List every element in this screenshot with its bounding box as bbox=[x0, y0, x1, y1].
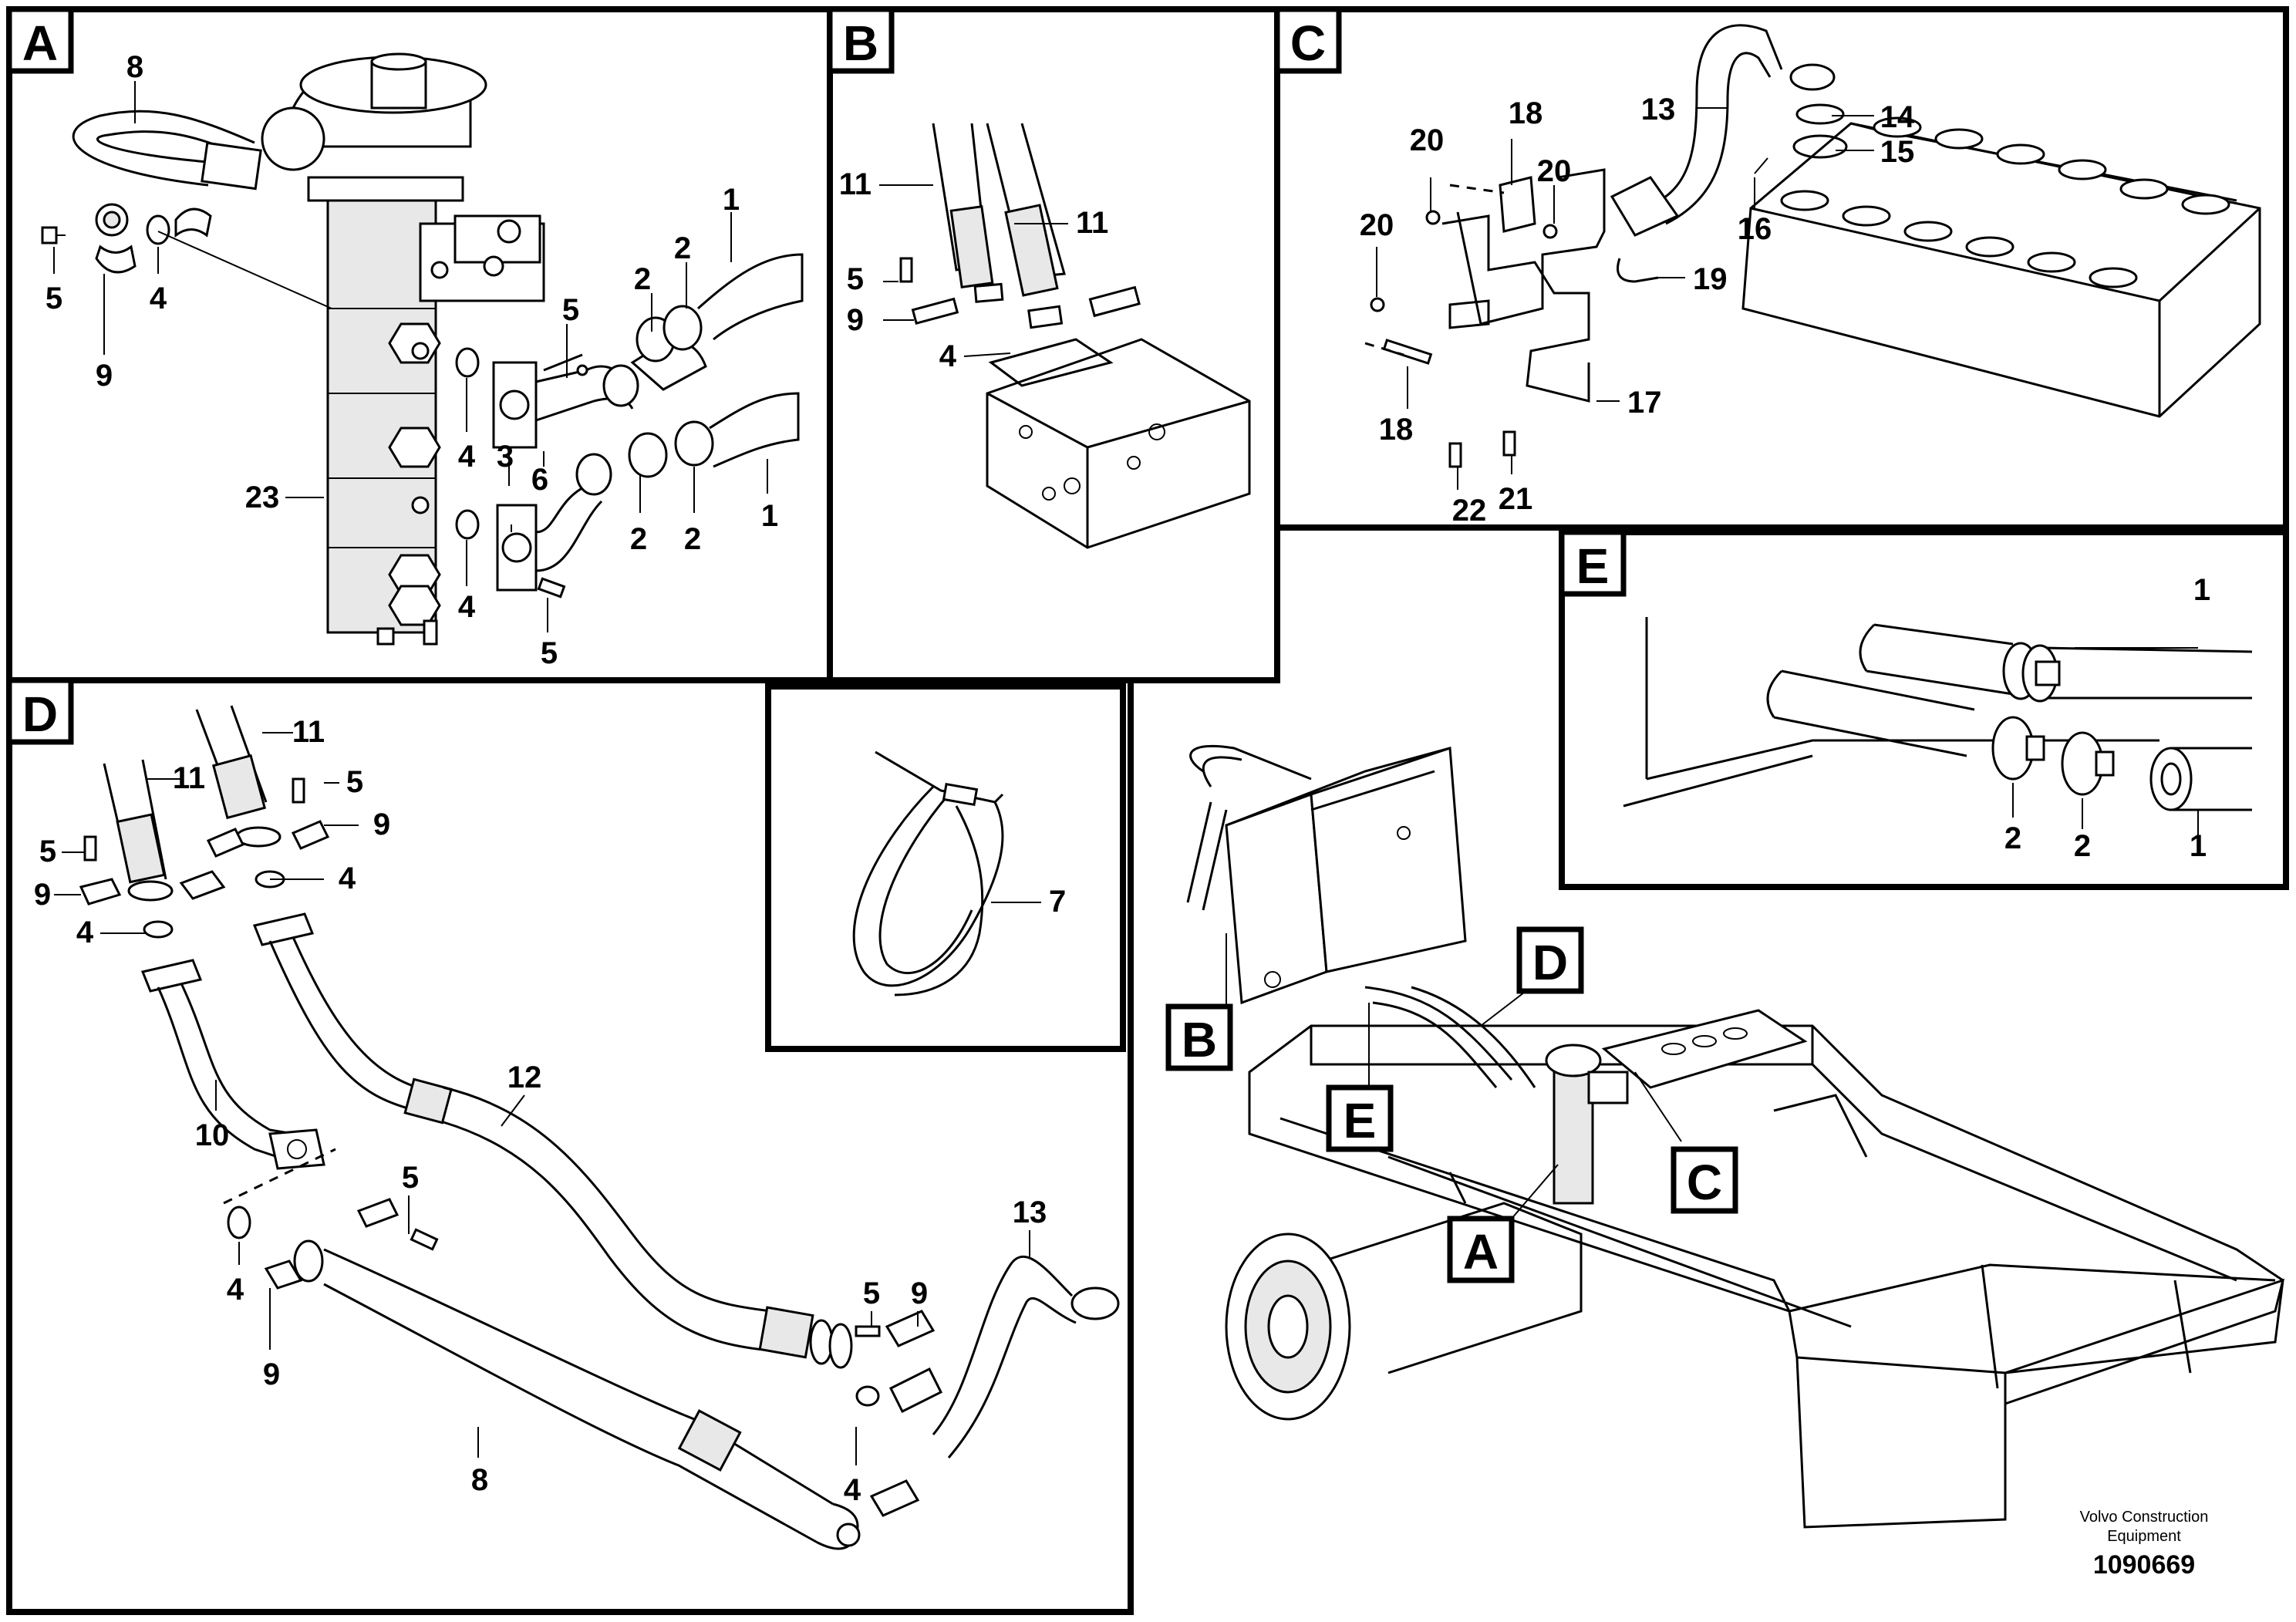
company-name-line2: Equipment bbox=[2107, 1528, 2181, 1545]
callout-7: 7 bbox=[1049, 885, 1066, 919]
callout-9: 9 bbox=[263, 1357, 280, 1391]
panel-e-tag: E bbox=[1576, 538, 1610, 594]
callout-20: 20 bbox=[1360, 208, 1394, 242]
callout-20: 20 bbox=[1537, 154, 1572, 188]
panel-c-tag: C bbox=[1290, 15, 1326, 71]
callout-4: 4 bbox=[844, 1473, 861, 1507]
callout-11: 11 bbox=[839, 167, 872, 201]
callout-12: 12 bbox=[507, 1061, 542, 1094]
callout-9: 9 bbox=[911, 1276, 928, 1310]
callout-4: 4 bbox=[458, 590, 476, 624]
callout-5: 5 bbox=[541, 636, 558, 670]
callout-11: 11 bbox=[173, 761, 205, 795]
panel-d-tag: D bbox=[22, 686, 58, 742]
callout-9: 9 bbox=[847, 303, 864, 337]
overview-tag-a: A bbox=[1463, 1224, 1499, 1280]
callout-13: 13 bbox=[1013, 1195, 1047, 1229]
panel-a-tag-box bbox=[6, 6, 74, 74]
callout-5: 5 bbox=[46, 282, 62, 315]
callout-2: 2 bbox=[634, 262, 651, 296]
overview-tag-e-box bbox=[1326, 1084, 1394, 1152]
callout-9: 9 bbox=[34, 878, 51, 912]
callout-15: 15 bbox=[1880, 135, 1915, 169]
overview-tag-d-box bbox=[1516, 926, 1584, 994]
callout-18: 18 bbox=[1509, 96, 1543, 130]
callout-21: 21 bbox=[1499, 482, 1533, 516]
panel-a: A bbox=[6, 6, 833, 683]
panel-e: E 1 2 2 1 bbox=[1559, 529, 2289, 890]
callout-8: 8 bbox=[126, 50, 143, 84]
callout-5: 5 bbox=[863, 1276, 880, 1310]
panel-c: C bbox=[1274, 6, 2289, 531]
callout-4: 4 bbox=[150, 282, 167, 315]
callout-10: 10 bbox=[195, 1118, 230, 1152]
panel-e-tag-box bbox=[1559, 529, 1627, 597]
callout-11: 11 bbox=[292, 715, 325, 749]
callout-5: 5 bbox=[847, 262, 864, 296]
callout-16: 16 bbox=[1738, 212, 1772, 246]
callout-4: 4 bbox=[339, 862, 356, 895]
panel-c-tag-box bbox=[1274, 6, 1342, 74]
callout-2: 2 bbox=[2004, 821, 2021, 855]
callout-2: 2 bbox=[684, 522, 701, 556]
callout-20: 20 bbox=[1410, 123, 1445, 157]
panel-d-tag-box bbox=[6, 677, 74, 745]
callout-3: 3 bbox=[497, 440, 514, 474]
panel-e-frame bbox=[1559, 529, 2289, 890]
callout-9: 9 bbox=[96, 359, 113, 393]
callout-5: 5 bbox=[402, 1161, 419, 1195]
callout-22: 22 bbox=[1452, 494, 1487, 528]
callout-5: 5 bbox=[562, 293, 579, 327]
callout-4: 4 bbox=[227, 1273, 244, 1307]
callout-4: 4 bbox=[458, 440, 476, 474]
callout-13: 13 bbox=[1641, 93, 1676, 126]
pump-column bbox=[261, 52, 545, 646]
callout-23: 23 bbox=[245, 481, 280, 514]
callout-18: 18 bbox=[1379, 413, 1414, 447]
callout-8: 8 bbox=[471, 1463, 488, 1497]
callout-4: 4 bbox=[939, 339, 957, 373]
overview-tag-c-box bbox=[1671, 1146, 1738, 1214]
panel-d: D bbox=[6, 677, 1134, 1615]
overview-tag-d: D bbox=[1532, 935, 1568, 990]
overview-tag-c: C bbox=[1687, 1155, 1722, 1210]
overview-tag-a-box bbox=[1447, 1216, 1515, 1283]
engine-block bbox=[1741, 116, 2261, 418]
panel-c-frame bbox=[1274, 6, 2289, 531]
callout-4: 4 bbox=[76, 916, 94, 949]
company-name-line1: Volvo Construction bbox=[2080, 1509, 2209, 1526]
callout-19: 19 bbox=[1693, 262, 1728, 296]
callout-1: 1 bbox=[2190, 829, 2207, 863]
overview-machine: B D E C A bbox=[1165, 744, 2285, 1529]
panel-clamp-frame bbox=[765, 683, 1126, 1052]
overview-tag-b: B bbox=[1182, 1012, 1217, 1067]
callout-1: 1 bbox=[2193, 573, 2210, 607]
callout-1: 1 bbox=[723, 183, 740, 217]
callout-5: 5 bbox=[346, 765, 363, 799]
panel-b-tag: B bbox=[843, 15, 878, 71]
overview-tag-e: E bbox=[1344, 1093, 1377, 1148]
callout-2: 2 bbox=[2074, 829, 2091, 863]
panel-b-tag-box bbox=[827, 6, 895, 74]
panel-b: B 11 11 5 9 4 bbox=[827, 6, 1280, 683]
callout-1: 1 bbox=[761, 499, 778, 533]
callout-9: 9 bbox=[373, 808, 390, 841]
panel-clamp: 7 bbox=[765, 683, 1126, 1052]
overview-tag-b-box bbox=[1165, 1003, 1233, 1071]
panel-d-frame bbox=[6, 677, 1134, 1615]
callout-17: 17 bbox=[1627, 386, 1662, 420]
callout-2: 2 bbox=[630, 522, 647, 556]
callout-5: 5 bbox=[39, 835, 56, 868]
callout-11: 11 bbox=[1076, 206, 1108, 240]
callout-2: 2 bbox=[674, 231, 691, 265]
callout-14: 14 bbox=[1880, 100, 1915, 134]
callout-6: 6 bbox=[531, 463, 548, 497]
drawing-number: 1090669 bbox=[2093, 1550, 2195, 1580]
panel-a-tag: A bbox=[22, 15, 58, 71]
